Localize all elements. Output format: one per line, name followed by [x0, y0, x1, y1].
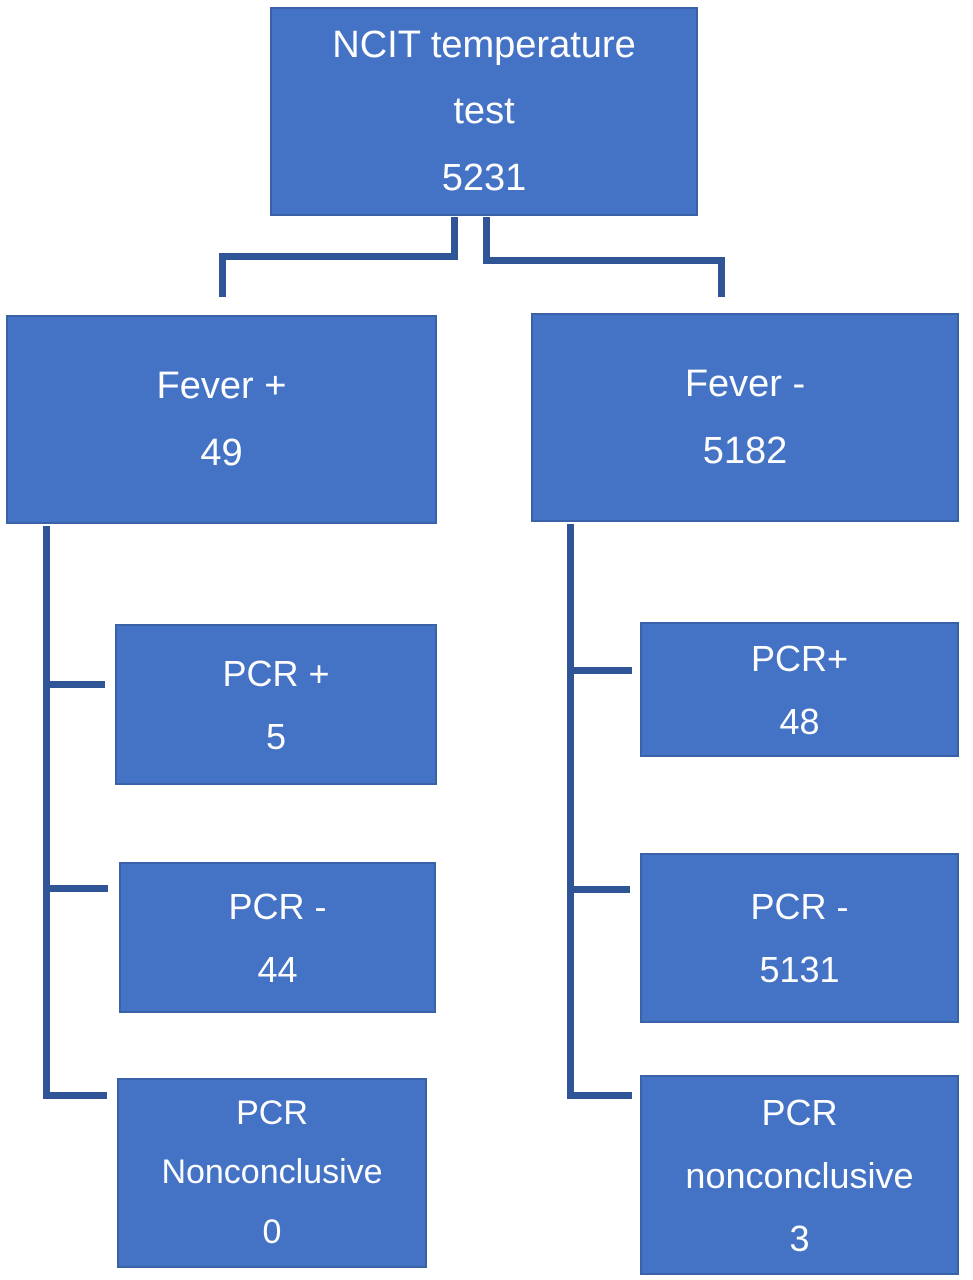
- connector-fever-negative-to-pcr-negative: [567, 886, 630, 893]
- connector-root-stub-right: [483, 217, 490, 264]
- node-label: Fever +: [156, 365, 287, 407]
- node-label: Nonconclusive: [161, 1153, 383, 1192]
- connector-root-to-fever-positive-vertical: [219, 253, 226, 297]
- node-label: PCR -: [228, 885, 327, 927]
- node-count: 0: [262, 1212, 282, 1251]
- node-count: 48: [779, 700, 820, 742]
- node-label: PCR: [761, 1091, 838, 1133]
- node-fever-negative-pcr-positive: PCR+ 48: [640, 622, 959, 757]
- node-fever-positive-pcr-positive: PCR + 5: [115, 624, 437, 785]
- connector-fever-positive-to-pcr-positive: [43, 681, 105, 688]
- node-ncit-temperature-test: NCIT temperature test 5231: [270, 7, 698, 216]
- connector-fever-negative-to-pcr-nonconclusive: [567, 1092, 632, 1099]
- connector-root-to-fever-negative-horizontal: [483, 257, 725, 264]
- connector-fever-positive-to-pcr-negative: [43, 885, 108, 892]
- connector-root-to-fever-positive-horizontal: [219, 253, 458, 260]
- connector-fever-positive-to-pcr-nonconclusive: [43, 1092, 107, 1099]
- node-fever-negative-pcr-negative: PCR - 5131: [640, 853, 959, 1023]
- node-label: nonconclusive: [685, 1154, 914, 1196]
- node-label: test: [453, 90, 515, 133]
- node-label: NCIT temperature: [332, 23, 636, 66]
- node-fever-positive-pcr-nonconclusive: PCR Nonconclusive 0: [117, 1078, 427, 1268]
- node-fever-negative: Fever - 5182: [531, 313, 959, 522]
- connector-fever-positive-trunk: [43, 526, 50, 1099]
- node-fever-positive-pcr-negative: PCR - 44: [119, 862, 436, 1013]
- node-fever-positive: Fever + 49: [6, 315, 437, 524]
- node-count: 3: [789, 1217, 810, 1259]
- node-label: PCR +: [222, 652, 330, 694]
- node-fever-negative-pcr-nonconclusive: PCR nonconclusive 3: [640, 1075, 959, 1275]
- connector-fever-negative-trunk: [567, 524, 574, 1099]
- node-label: PCR: [236, 1093, 308, 1132]
- node-count: 5131: [759, 949, 840, 990]
- node-count: 5182: [702, 429, 788, 472]
- connector-root-stub-left: [451, 217, 458, 260]
- node-count: 5231: [441, 156, 527, 199]
- node-label: PCR -: [750, 886, 849, 927]
- node-count: 49: [200, 431, 243, 474]
- node-count: 44: [257, 948, 298, 990]
- connector-fever-negative-to-pcr-positive: [567, 667, 632, 674]
- node-count: 5: [265, 715, 287, 757]
- node-label: Fever -: [684, 363, 806, 405]
- connector-root-to-fever-negative-vertical: [718, 257, 725, 297]
- node-label: PCR+: [750, 637, 849, 679]
